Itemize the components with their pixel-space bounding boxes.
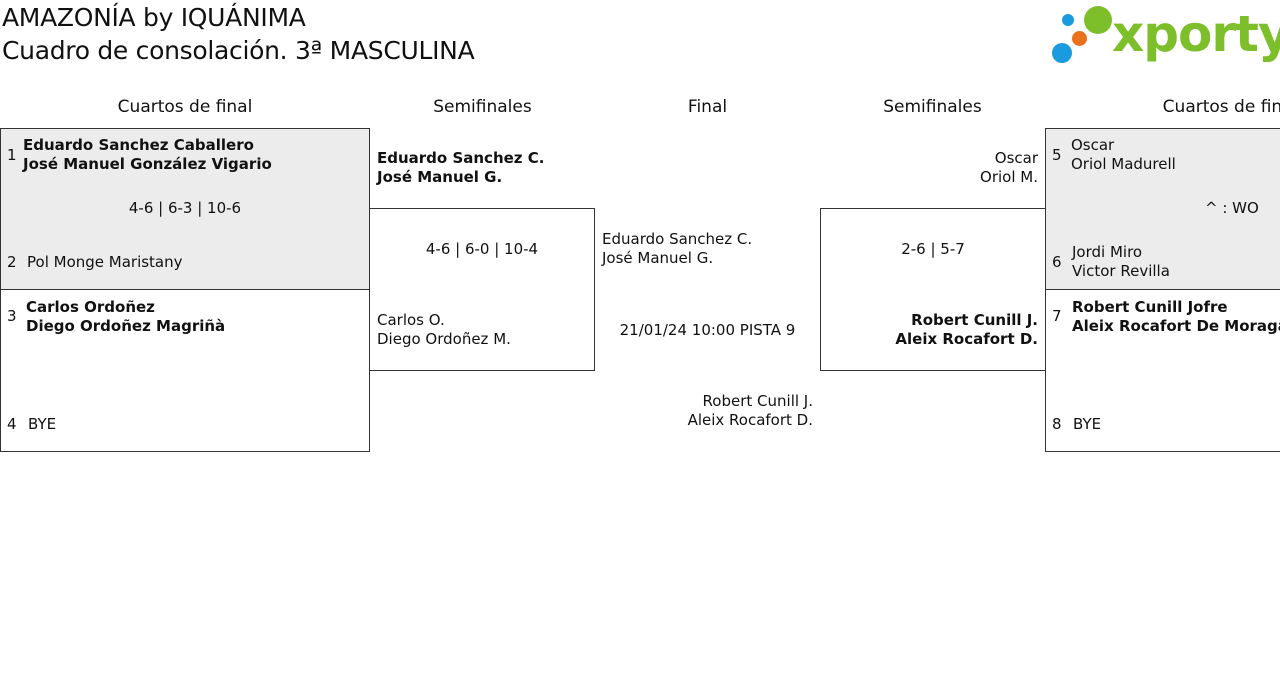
- player-name: Robert Cunill Jofre: [1072, 298, 1228, 316]
- logo-text: xporty: [1112, 5, 1280, 63]
- draw-subtitle: Cuadro de consolación. 3ª MASCULINA: [2, 36, 475, 65]
- player-name: Eduardo Sanchez Caballero: [23, 136, 254, 154]
- match-schedule: 21/01/24 10:00 PISTA 9: [619, 321, 796, 339]
- xporty-logo: xporty: [1050, 4, 1280, 68]
- seed-number: 5: [1052, 146, 1062, 164]
- player-name: Eduardo Sanchez C.: [602, 230, 753, 248]
- logo-dot-blue-large: [1052, 43, 1072, 63]
- player-name: José Manuel G.: [602, 249, 714, 267]
- player-name: Oscar: [1071, 136, 1115, 154]
- logo-dot-orange: [1072, 31, 1087, 46]
- round-header-right-sf: Semifinales: [883, 97, 982, 117]
- player-name: Diego Ordoñez Magriñà: [26, 317, 226, 335]
- match-score: 2-6 | 5-7: [901, 240, 965, 258]
- player-name: Eduardo Sanchez C.: [377, 149, 545, 167]
- seed-number: 8: [1052, 415, 1062, 433]
- right-qf2-match[interactable]: [1045, 289, 1280, 452]
- player-name: Robert Cunill J.: [911, 311, 1038, 329]
- player-name: Carlos O.: [377, 311, 445, 329]
- match-score: ^ : WO: [1205, 199, 1259, 217]
- left-qf1-match[interactable]: [0, 128, 370, 290]
- tournament-title: AMAZONÍA by IQUÁNIMA: [2, 3, 306, 32]
- player-name: Oscar: [994, 149, 1038, 167]
- seed-number: 6: [1052, 253, 1062, 271]
- player-name: Aleix Rocafort De Moragas: [1072, 317, 1280, 335]
- player-name: Robert Cunill J.: [702, 392, 813, 410]
- seed-number: 4: [7, 415, 17, 433]
- right-qf1-match[interactable]: [1045, 128, 1280, 290]
- logo-dot-green: [1084, 6, 1112, 34]
- player-name: Aleix Rocafort D.: [895, 330, 1038, 348]
- player-name: Diego Ordoñez M.: [377, 330, 511, 348]
- player-name: Oriol Madurell: [1071, 155, 1176, 173]
- logo-dot-blue-small: [1062, 14, 1074, 26]
- bye-label: BYE: [28, 415, 57, 433]
- player-name: Oriol M.: [980, 168, 1038, 186]
- player-name: Aleix Rocafort D.: [687, 411, 813, 429]
- seed-number: 3: [7, 307, 17, 325]
- round-header-left-sf: Semifinales: [433, 97, 532, 117]
- match-score: 4-6 | 6-0 | 10-4: [425, 240, 539, 258]
- player-name: Carlos Ordoñez: [26, 298, 155, 316]
- seed-number: 7: [1052, 307, 1062, 325]
- player-name: Victor Revilla: [1072, 262, 1170, 280]
- player-name: Pol Monge Maristany: [27, 253, 183, 271]
- round-header-right-qf: Cuartos de final: [1162, 97, 1280, 117]
- round-header-left-qf: Cuartos de final: [117, 97, 253, 117]
- match-score: 4-6 | 6-3 | 10-6: [128, 199, 242, 217]
- left-sf-match[interactable]: [369, 208, 595, 371]
- player-name: Jordi Miro: [1072, 243, 1143, 261]
- seed-number: 1: [7, 146, 17, 164]
- round-header-final: Final: [687, 97, 728, 117]
- player-name: José Manuel González Vigario: [23, 155, 272, 173]
- player-name: José Manuel G.: [377, 168, 503, 186]
- seed-number: 2: [7, 253, 17, 271]
- bye-label: BYE: [1073, 415, 1102, 433]
